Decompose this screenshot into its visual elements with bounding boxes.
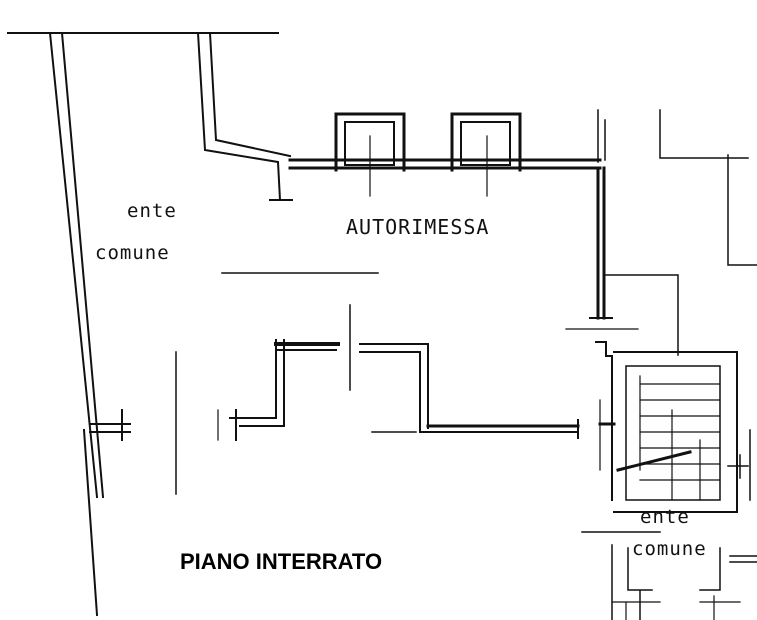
stair-area-label-line1: ente bbox=[640, 506, 690, 528]
left-wall-outer bbox=[48, 31, 99, 499]
mid-wall-stub-right bbox=[359, 343, 429, 429]
floor-title: PIANO INTERRATO bbox=[180, 549, 383, 574]
left-wall-lower-outer bbox=[82, 428, 99, 617]
right-corridor-wall bbox=[603, 274, 679, 356]
upper-dogleg-wall-b bbox=[208, 31, 292, 158]
right-upper-building bbox=[604, 109, 749, 161]
mid-wall-left-jamb bbox=[229, 339, 277, 419]
vent-shaft-right bbox=[450, 112, 522, 197]
lower-right-ticks bbox=[611, 595, 741, 620]
left-area-label-line1: ente bbox=[127, 200, 177, 222]
right-upper-wall-dashed bbox=[727, 154, 757, 266]
right-edge-ticks bbox=[727, 429, 751, 501]
lower-right-block bbox=[611, 544, 757, 620]
mid-wall-stub-right-b bbox=[359, 351, 579, 433]
upper-dogleg-wall-a bbox=[196, 31, 282, 202]
mid-wall-left-jamb-b bbox=[239, 339, 285, 427]
left-wall-inner bbox=[60, 31, 105, 499]
left-area-label-line2: comune bbox=[95, 242, 170, 264]
vent-shaft-left bbox=[334, 112, 406, 197]
stair-area-label-line2: comune bbox=[632, 538, 707, 560]
left-wall-stub bbox=[89, 423, 131, 433]
garage-label: AUTORIMESSA bbox=[346, 215, 490, 239]
stair-block bbox=[595, 341, 738, 513]
